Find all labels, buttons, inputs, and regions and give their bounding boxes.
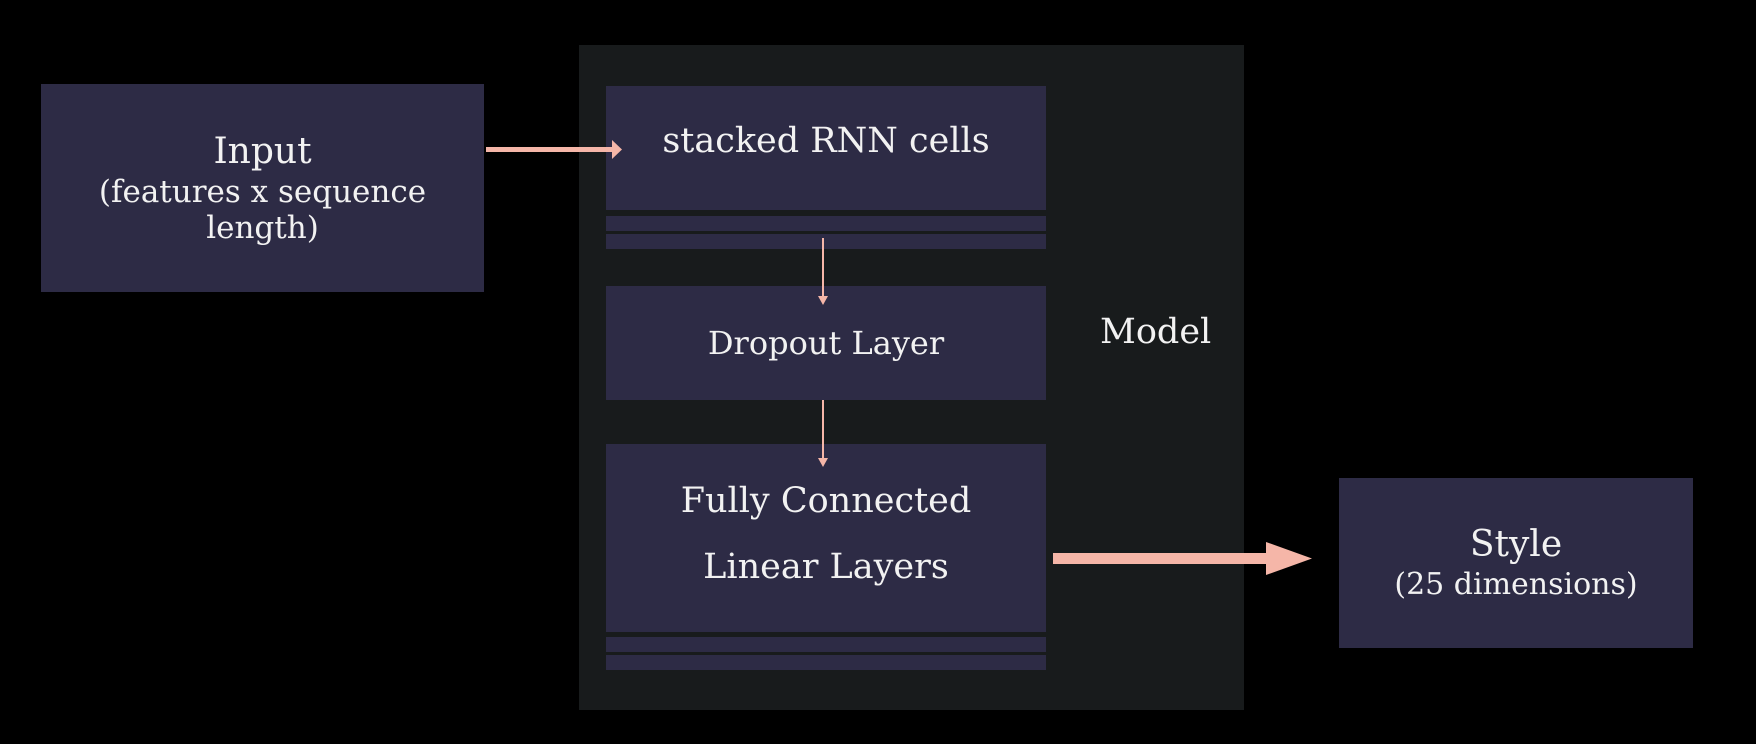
fc-stack-layer — [606, 655, 1046, 670]
style-output-box: Style (25 dimensions) — [1339, 478, 1693, 648]
style-title: Style — [1469, 524, 1563, 565]
rnn-cells-label: stacked RNN cells — [662, 121, 990, 161]
rnn-cells-box: stacked RNN cells — [606, 86, 1046, 210]
rnn-stack-layer — [606, 216, 1046, 231]
fully-connected-box: Fully Connected Linear Layers — [606, 444, 1046, 632]
dropout-layer-label: Dropout Layer — [707, 324, 945, 362]
dropout-layer-box: Dropout Layer — [606, 286, 1046, 400]
input-subtitle: (features x sequence length) — [98, 174, 427, 246]
input-title: Input — [213, 131, 312, 172]
fully-connected-label: Fully Connected Linear Layers — [680, 481, 972, 587]
model-label: Model — [1100, 312, 1212, 352]
style-subtitle: (25 dimensions) — [1394, 567, 1638, 602]
rnn-stack-layer — [606, 234, 1046, 249]
input-box: Input (features x sequence length) — [41, 84, 484, 292]
fc-stack-layer — [606, 637, 1046, 652]
